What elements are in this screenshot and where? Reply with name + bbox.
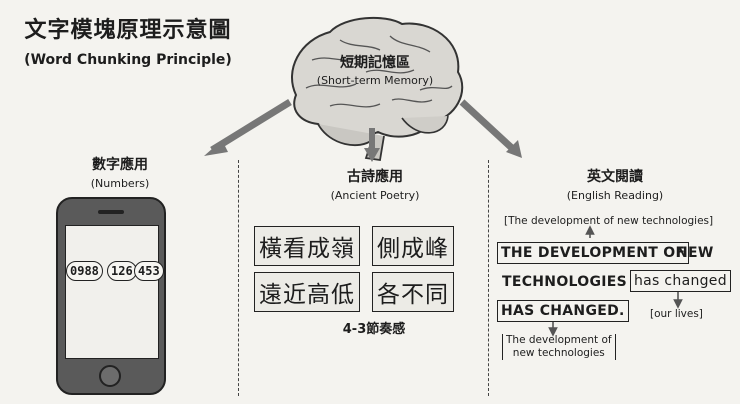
numbers-label-en: (Numbers) (90, 177, 150, 190)
poem-chunk-1a: 橫看成嶺 (254, 226, 360, 266)
number-chunk-2: 126 (107, 261, 137, 281)
brain-label-en: (Short-term Memory) (316, 74, 434, 87)
english-section-label: 英文閱讀 (English Reading) (540, 166, 690, 202)
number-chunk-1: 0988 (66, 261, 103, 281)
phone-illustration (56, 197, 166, 395)
note-bottom-left: The development of new technologies (502, 334, 616, 360)
english-chunk-3: has changed (630, 270, 731, 292)
short-term-memory-label: 短期記憶區 (Short-term Memory) (300, 52, 450, 87)
note-bottom-left-line1: The development of (506, 334, 612, 346)
phone-screen (65, 225, 159, 359)
title-en: (Word Chunking Principle) (24, 52, 232, 68)
poem-chunk-1b: 側成峰 (372, 226, 454, 266)
note-bottom-left-line2: new technologies (512, 347, 605, 359)
english-connectors (548, 225, 683, 337)
title-zh: 文字模塊原理示意圖 (24, 18, 232, 43)
arrow-to-poetry (364, 128, 380, 162)
poetry-label-en: (Ancient Poetry) (330, 189, 420, 202)
english-chunk-1: THE DEVELOPMENT OF (497, 242, 690, 264)
note-right: [our lives] (650, 308, 703, 320)
poem-chunk-2b: 各不同 (372, 272, 454, 312)
note-top: [The development of new technologies] (504, 215, 714, 227)
numbers-section-label: 數字應用 (Numbers) (60, 154, 180, 190)
number-chunk-3: 453 (134, 261, 164, 281)
poetry-label-zh: 古詩應用 (347, 169, 403, 185)
arrow-to-numbers (204, 99, 292, 156)
english-chunk-2: TECHNOLOGIES (502, 274, 627, 290)
english-label-zh: 英文閱讀 (587, 169, 643, 185)
english-chunk-1-tail: NEW (676, 245, 714, 261)
brain-icon (291, 16, 464, 162)
poem-chunk-2a: 遠近高低 (254, 272, 360, 312)
phone-home-button (99, 365, 121, 387)
brain-label-zh: 短期記憶區 (340, 55, 410, 71)
poetry-section-label: 古詩應用 (Ancient Poetry) (300, 166, 450, 202)
divider-right (488, 160, 489, 396)
phone-speaker (98, 210, 124, 214)
english-label-en: (English Reading) (566, 189, 664, 202)
rhythm-label: 4-3節奏感 (342, 322, 406, 337)
arrow-to-english (459, 99, 522, 158)
diagram-title: 文字模塊原理示意圖 (Word Chunking Principle) (8, 12, 248, 68)
english-chunk-4: HAS CHANGED. (497, 300, 629, 322)
divider-left (238, 160, 239, 396)
numbers-label-zh: 數字應用 (92, 157, 148, 173)
